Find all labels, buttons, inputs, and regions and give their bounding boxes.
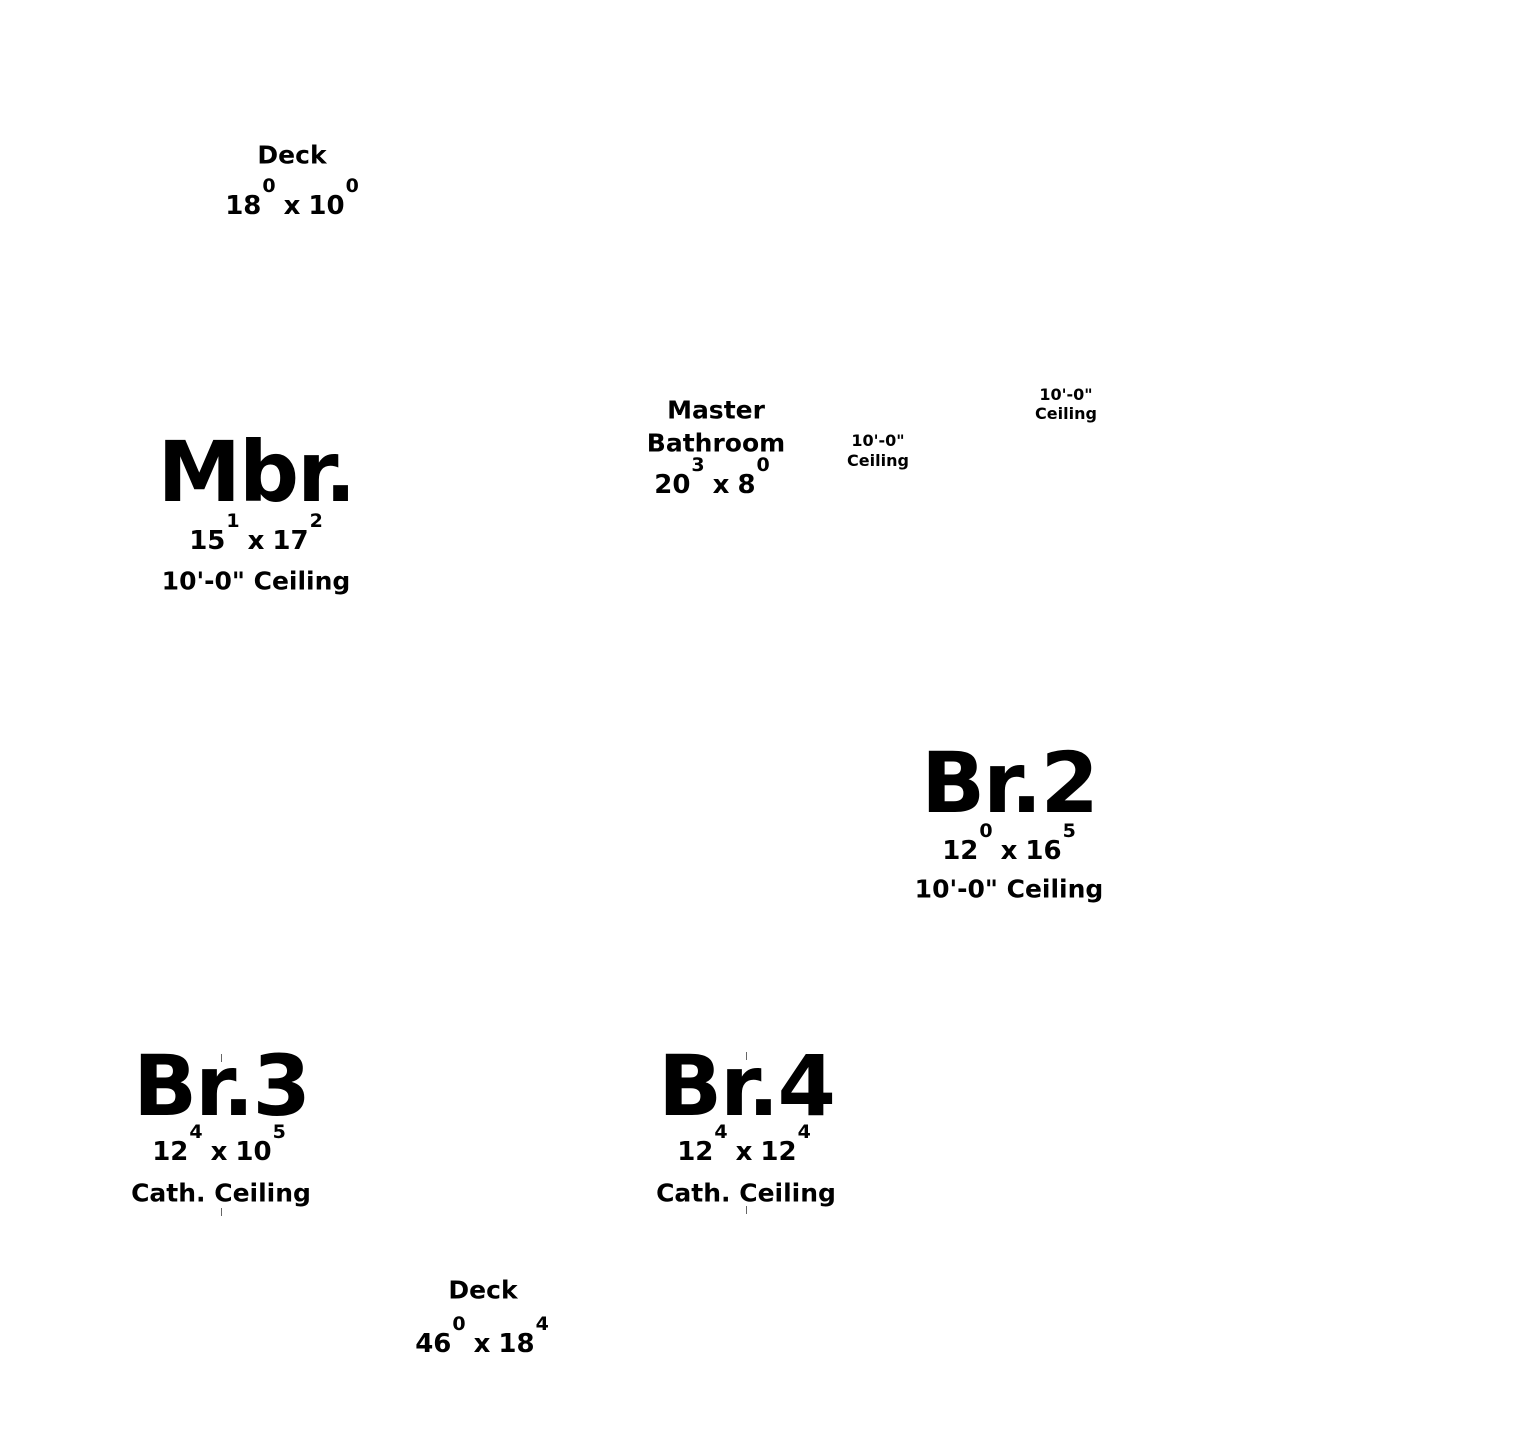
dim-b-inches: 2 [309,510,323,532]
dim-b: 10 [308,191,345,221]
dim-a-inches: 4 [714,1121,728,1143]
br4-label: Br.4 [658,1037,836,1135]
ceiling-note-1-label: Ceiling [847,451,909,470]
master-bath-label-line2: Bathroom [646,428,786,458]
ceiling-note-1-height: 10'-0" [851,431,905,450]
dim-a-inches: 0 [262,175,276,197]
dim-a: 15 [189,526,226,556]
dim-separator: x [283,191,301,221]
dim-a: 12 [942,836,979,866]
dim-b-inches: 4 [535,1313,549,1335]
dim-b: 10 [235,1137,272,1167]
dim-b-inches: 0 [345,175,359,197]
br4-ceiling: Cath. Ceiling [656,1178,836,1208]
dim-separator: x [735,1137,753,1167]
dim-b: 18 [498,1329,535,1359]
dim-b: 8 [737,470,756,500]
mbr-label: Mbr. [157,423,356,521]
dim-separator: x [210,1137,228,1167]
center-tick-mark [221,1054,222,1062]
dim-b-inches: 5 [272,1121,286,1143]
deck-bottom-label: Deck [448,1275,518,1305]
dim-separator: x [712,470,730,500]
dim-a: 12 [152,1137,189,1167]
br2-label: Br.2 [921,734,1099,832]
dim-a-inches: 1 [226,510,240,532]
dim-separator: x [1000,836,1018,866]
dim-b-inches: 0 [756,454,770,476]
dim-a: 18 [225,191,262,221]
dim-b-inches: 5 [1062,820,1076,842]
dim-b: 16 [1025,836,1062,866]
dim-separator: x [247,526,265,556]
dim-a-inches: 4 [189,1121,203,1143]
deck-top-label: Deck [257,140,327,170]
dim-a-inches: 0 [452,1313,466,1335]
dim-b: 12 [760,1137,797,1167]
dim-b-inches: 4 [797,1121,811,1143]
dim-a-inches: 3 [691,454,705,476]
mbr-ceiling: 10'-0" Ceiling [161,566,351,596]
dim-a: 20 [654,470,691,500]
ceiling-note-2-label: Ceiling [1035,404,1097,423]
center-tick-mark [221,1208,222,1216]
br2-ceiling: 10'-0" Ceiling [914,874,1104,904]
ceiling-note-2-height: 10'-0" [1039,385,1093,404]
dim-a: 12 [677,1137,714,1167]
dim-b: 17 [272,526,309,556]
br3-ceiling: Cath. Ceiling [131,1178,311,1208]
center-tick-mark [746,1052,747,1060]
br3-label: Br.3 [133,1037,311,1135]
dim-a: 46 [415,1329,452,1359]
dim-a-inches: 0 [979,820,993,842]
center-tick-mark [746,1206,747,1214]
dim-separator: x [473,1329,491,1359]
master-bath-label-line1: Master [667,395,765,425]
